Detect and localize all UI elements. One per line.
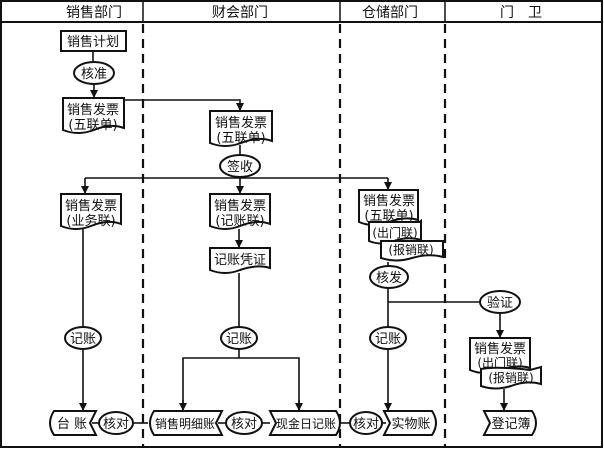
gate-reimb-label: (报销联) [488,370,533,385]
invoice-business-doc [60,193,122,230]
invoice-five-doc-1 [62,97,125,134]
stock-ledger [382,410,437,436]
check2-label: 核对 [231,417,257,432]
cash-journal-label: 现金日记账 [276,416,336,431]
sign-label: 签收 [227,159,253,175]
issue-oval [369,265,409,289]
post-finance-label: 记账 [226,332,252,347]
invoice-accounting-line2: (记账联) [215,214,264,229]
ledger-box [49,410,98,436]
invoice-five-2-line2: (五联单) [216,131,265,146]
invoice-five-1-line1: 销售发票 [67,102,119,118]
sales-plan-label: 销售计划 [67,34,119,50]
copy-reimb-label: (报销联) [388,242,433,257]
lane-header-warehouse: 仓储部门 [362,5,418,21]
gate-invoice-line1: 销售发票 [474,341,526,357]
invoice-five-3-line1: 销售发票 [363,193,415,209]
lane-header-finance: 财会部门 [212,5,268,21]
invoice-five-3-line2: (五联单) [364,209,413,224]
issue-label: 核发 [376,270,402,286]
check3-label: 核对 [353,417,379,432]
gate-reimb-doc [480,365,542,390]
connector [182,357,300,410]
verify-label: 验证 [487,295,513,311]
invoice-business-line1: 销售发票 [65,198,117,214]
check1-label: 核对 [103,417,129,432]
lane-header-gate: 门 卫 [500,5,542,21]
invoice-five-doc-2 [209,110,273,147]
gate-invoice-line2: (出门联) [477,355,522,370]
approve-label: 核准 [81,67,107,82]
invoice-five-1-line2: (五联单) [68,118,117,133]
copy-out-doc [368,218,422,245]
register-book [482,410,537,436]
stock-ledger-label: 实物账 [391,417,430,432]
sales-detail-ledger [149,410,224,436]
invoice-accounting-line1: 销售发票 [214,198,266,214]
post-warehouse-label: 记账 [375,332,401,347]
invoice-five-2-line1: 销售发票 [215,115,267,131]
connector [124,99,244,111]
sales-detail-label: 销售明细账 [155,416,215,431]
copy-out-label: (出门联) [372,225,417,240]
lane-header-sales: 销售部门 [66,5,122,21]
invoice-accounting-doc [209,193,271,230]
register-label: 登记簿 [491,417,530,432]
copy-reimb-doc [380,240,444,262]
post-sales-label: 记账 [70,332,96,347]
voucher-label: 记账凭证 [214,253,266,268]
voucher-doc [209,247,271,274]
cash-journal [268,410,341,436]
ledger-label: 台 账 [57,417,87,432]
invoice-business-line2: (业务联) [66,213,115,229]
